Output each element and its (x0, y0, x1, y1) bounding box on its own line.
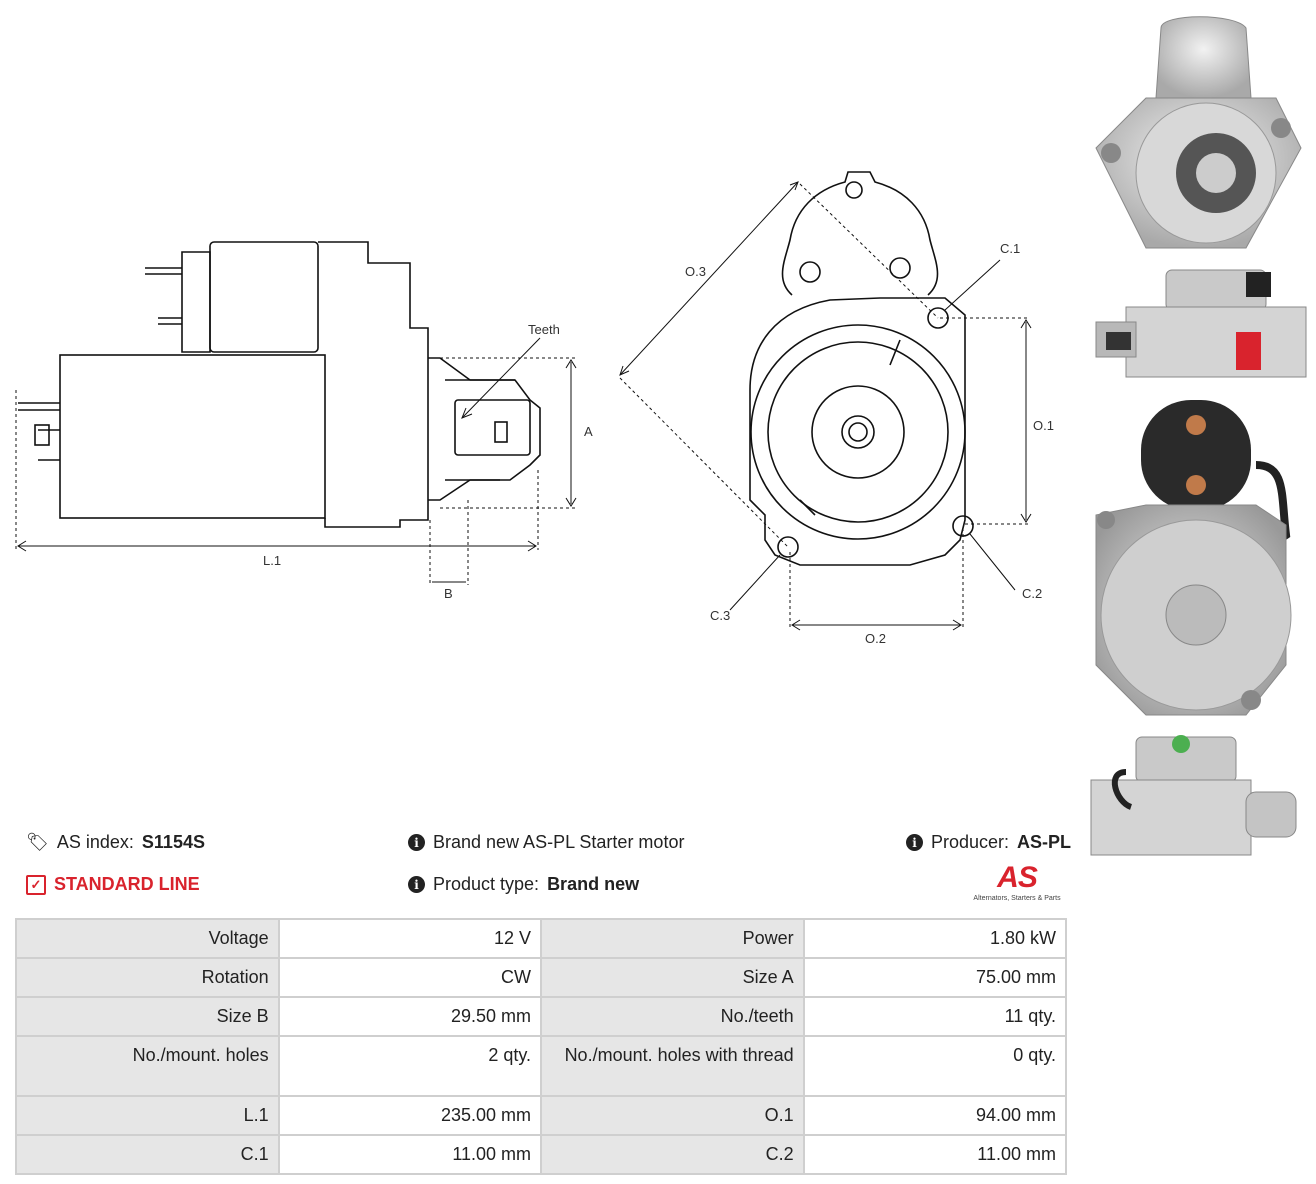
product-type-row: i Product type: Brand new (408, 874, 639, 895)
dimension-b-label: B (444, 586, 453, 601)
table-row: No./mount. holes 2 qty. No./mount. holes… (15, 1035, 1068, 1097)
spec-key: No./mount. holes with thread (540, 1035, 805, 1097)
spec-key: Voltage (15, 918, 280, 959)
spec-value: 0 qty. (802, 1035, 1068, 1097)
product-photo-side[interactable] (1086, 262, 1311, 382)
table-row: Voltage 12 V Power 1.80 kW (15, 918, 1068, 959)
teeth-label: Teeth (528, 322, 560, 337)
spec-key: C.1 (15, 1134, 280, 1175)
spec-value: 1.80 kW (802, 918, 1068, 959)
front-view-drawing (619, 171, 1032, 631)
product-type-value: Brand new (547, 874, 640, 894)
spec-key: No./mount. holes (15, 1035, 280, 1097)
dimension-c1-label: C.1 (1000, 241, 1021, 256)
spec-value: 235.00 mm (277, 1095, 543, 1136)
spec-key: C.2 (540, 1134, 805, 1175)
spec-key: L.1 (15, 1095, 280, 1136)
as-index-label: AS index: (56, 832, 134, 852)
standard-line-row: ✓ STANDARD LINE (26, 874, 200, 895)
check-square-icon: ✓ (26, 874, 46, 895)
side-view-drawing (15, 241, 577, 585)
as-index-row: 🏷 AS index: S1154S (26, 832, 205, 853)
spec-value: 11.00 mm (802, 1134, 1068, 1175)
standard-line-label: STANDARD LINE (54, 874, 200, 894)
spec-key: No./teeth (540, 996, 805, 1037)
producer-label: Producer: (931, 832, 1010, 852)
spec-value: 12 V (277, 918, 543, 959)
info-icon: i (408, 834, 425, 851)
dimension-l1-label: L.1 (263, 553, 282, 568)
spec-value: 11 qty. (802, 996, 1068, 1037)
spec-value: 2 qty. (277, 1035, 543, 1097)
description-row: i Brand new AS-PL Starter motor (408, 832, 684, 853)
product-type-label: Product type: (433, 874, 540, 894)
product-photo-rear[interactable] (1086, 395, 1311, 725)
info-icon: i (906, 834, 923, 851)
table-row: Size B 29.50 mm No./teeth 11 qty. (15, 996, 1068, 1037)
brand-logo-tagline: Alternators, Starters & Parts (973, 895, 1061, 902)
product-photo-side-alt[interactable] (1086, 732, 1311, 862)
dimension-a-label: A (584, 424, 593, 439)
table-row: L.1 235.00 mm O.1 94.00 mm (15, 1095, 1068, 1136)
dimension-c2-label: C.2 (1022, 586, 1043, 601)
spec-key: Size A (540, 957, 805, 998)
as-index-value: S1154S (141, 832, 205, 852)
dimension-o2-label: O.2 (865, 631, 886, 646)
spec-value: 75.00 mm (802, 957, 1068, 998)
spec-value: 29.50 mm (277, 996, 543, 1037)
spec-value: 11.00 mm (277, 1134, 543, 1175)
tags-icon: 🏷 (26, 832, 49, 852)
spec-value: 94.00 mm (802, 1095, 1068, 1136)
table-row: Rotation CW Size A 75.00 mm (15, 957, 1068, 998)
brand-logo-mark: AS (997, 861, 1038, 894)
table-row: C.1 11.00 mm C.2 11.00 mm (15, 1134, 1068, 1175)
spec-key: Size B (15, 996, 280, 1037)
product-description: Brand new AS-PL Starter motor (433, 832, 685, 852)
producer-row: i Producer: AS-PL (906, 832, 1071, 853)
specs-table: Voltage 12 V Power 1.80 kW Rotation CW S… (15, 918, 1068, 1175)
spec-key: O.1 (540, 1095, 805, 1136)
spec-key: Rotation (15, 957, 280, 998)
product-photo-front-angle[interactable] (1086, 8, 1311, 258)
spec-value: CW (277, 957, 543, 998)
dimension-o1-label: O.1 (1033, 418, 1054, 433)
dimension-c3-label: C.3 (710, 608, 731, 623)
brand-logo: AS Alternators, Starters & Parts (962, 861, 1072, 903)
spec-key: Power (540, 918, 805, 959)
dimension-o3-label: O.3 (685, 264, 706, 279)
info-icon: i (408, 876, 425, 893)
producer-value: AS-PL (1017, 832, 1072, 852)
